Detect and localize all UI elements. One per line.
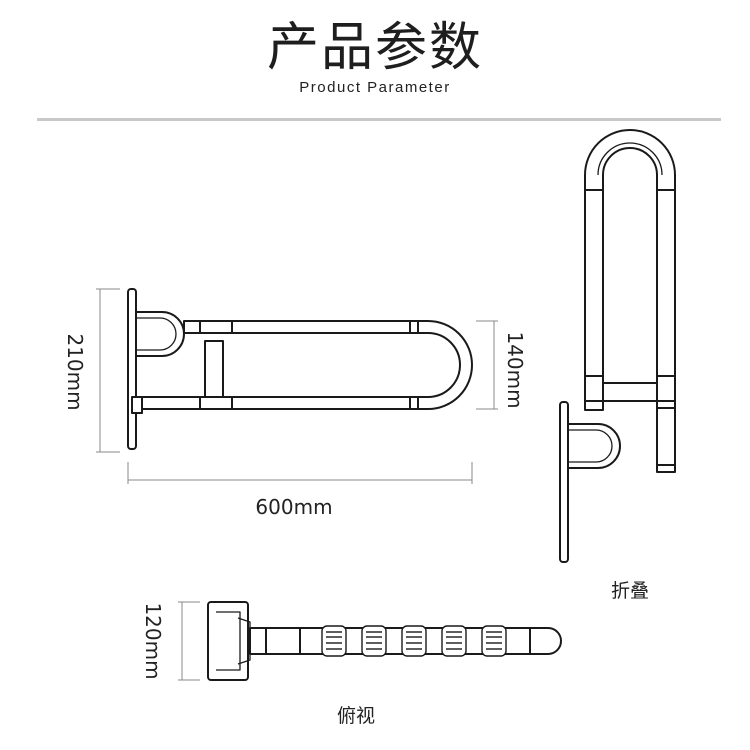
top-grip-rings	[321, 625, 507, 657]
side-view	[127, 288, 473, 450]
top-wall-plate	[207, 601, 249, 681]
grip-ring	[321, 625, 347, 657]
grip-ring	[401, 625, 427, 657]
dim-label-140: 140mm	[503, 331, 527, 408]
page-subtitle: Product Parameter	[299, 79, 451, 96]
dim-600	[127, 462, 473, 484]
folded-outer-rail	[584, 129, 676, 473]
dim-label-600: 600mm	[255, 495, 332, 519]
folded-label: 折叠	[611, 580, 649, 602]
header-divider	[37, 118, 721, 121]
dim-label-120: 120mm	[141, 602, 165, 679]
top-view-label: 俯视	[337, 705, 375, 727]
grip-ring	[361, 625, 387, 657]
folded-wall-plate	[559, 401, 569, 563]
outer-rail	[135, 320, 473, 410]
grip-ring	[481, 625, 507, 657]
dim-140	[476, 320, 498, 410]
page-title: 产品参数	[266, 18, 483, 78]
wall-plate	[127, 288, 137, 450]
dim-210	[96, 288, 120, 453]
dim-label-210: 210mm	[63, 333, 87, 410]
folded-view	[559, 129, 676, 563]
dim-120	[178, 601, 200, 681]
folded-hinge	[602, 382, 658, 402]
hinge-block	[204, 340, 224, 398]
grip-ring	[441, 625, 467, 657]
